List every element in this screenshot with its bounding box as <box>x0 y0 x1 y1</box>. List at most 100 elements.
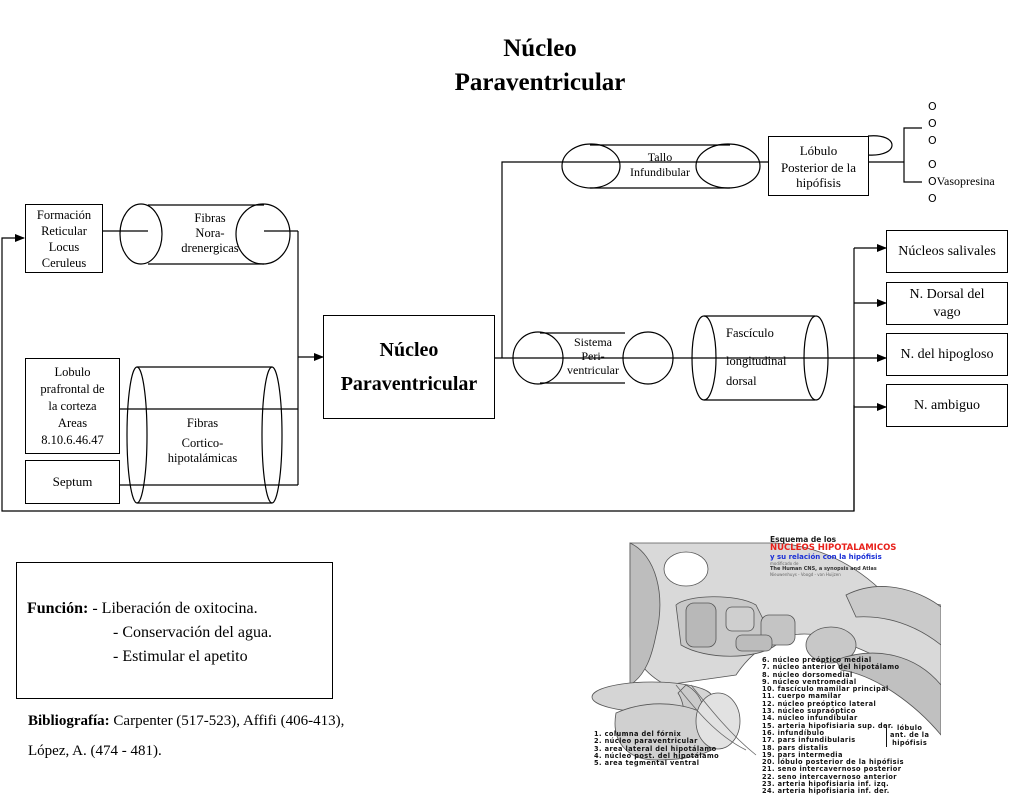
text-line: Formación <box>36 207 92 222</box>
bibliografia-line-1: Bibliografía: Carpenter (517-523), Affif… <box>28 713 344 730</box>
box-lobulo-prefrontal: Lobulo prafrontal de la corteza Areas 8.… <box>25 358 120 454</box>
label-sistema-periventricular: Sistema Peri- ventricular <box>548 335 638 377</box>
target-nucleos-salivales: Núcleos salivales <box>886 230 1008 273</box>
bracket-line: hipófisis <box>892 738 928 747</box>
cylinder-cortico <box>126 366 283 504</box>
page-title: Núcleo Paraventricular <box>0 32 1024 100</box>
bibliografia-text: Carpenter (517-523), Affifi (406-413), <box>109 713 345 729</box>
target-hipogloso: N. del hipogloso <box>886 333 1008 376</box>
text-line: Paraventricular <box>340 373 478 395</box>
text-line: N. Dorsal del vago <box>909 286 985 320</box>
bibliografia-line-2: López, A. (474 - 481). <box>28 743 162 759</box>
label-fibras-cortico: Fibras Cortico- hipotalámicas <box>155 416 250 466</box>
vesicle-icon: O <box>928 158 937 171</box>
to-tallo-line <box>501 161 768 358</box>
figure-legend-right: 6. núcleo preóptico medial 7. núcleo ant… <box>762 656 904 796</box>
text-line: 8.10.6.46.47 <box>41 432 104 447</box>
target-ambiguo: N. ambiguo <box>886 384 1008 427</box>
title-line-2: Paraventricular <box>454 69 626 96</box>
figure-title: Esquema de los NUCLEOS HIPOTALAMICOS y s… <box>770 535 897 578</box>
box-nucleo-paraventricular: Núcleo Paraventricular <box>323 315 495 419</box>
legend-item: 23. arteria hipofisiaria inf. izq. <box>762 780 889 789</box>
text-line: prafrontal de <box>40 381 105 396</box>
figure-title-line-3: y su relación con la hipófisis <box>770 553 882 561</box>
legend-item: 2. núcleo paraventricular <box>594 737 698 746</box>
legend-item: 6. núcleo preóptico medial <box>762 656 872 664</box>
text-line: dorsal <box>726 374 757 388</box>
label-tallo-infundibular: Tallo Infundibular <box>615 150 705 180</box>
figure-title-line-2: NUCLEOS HIPOTALAMICOS <box>770 543 897 553</box>
text-line: Cortico- <box>181 436 224 450</box>
legend-item: 8. núcleo dorsomedial <box>762 670 853 679</box>
target-dorsal-vago: N. Dorsal del vago <box>886 282 1008 325</box>
legend-item: 3. area lateral del hipotálamo <box>594 744 717 753</box>
vesicle-markers: O O O O OVasopresina O <box>928 98 995 207</box>
legend-item: 22. seno intercavernoso anterior <box>762 772 897 781</box>
cylinder-fasciculo <box>691 315 829 401</box>
cylinder-noradrenergic <box>119 203 291 265</box>
text-line: Infundibular <box>630 165 690 179</box>
legend-item: 17. pars infundibularis <box>762 736 856 745</box>
vesicle-icon: O <box>928 100 937 113</box>
vesicle-icon-glyph: O <box>928 175 937 188</box>
text-line: longitudinal <box>726 354 787 368</box>
lobulo-posterior-loop <box>867 135 893 156</box>
bracket-line: lóbulo <box>896 724 923 732</box>
legend-item: 9. núcleo ventromedial <box>762 677 857 686</box>
text-line: Tallo <box>647 150 673 164</box>
box-formacion-reticular: Formación Reticular Locus Ceruleus <box>25 204 103 273</box>
legend-item: 15. arteria hipofisiaria sup. der. <box>762 721 894 730</box>
title-line-1: Núcleo <box>503 35 577 62</box>
figure-credit-line-2: The Human CNS, a synopsis and Atlas <box>770 566 877 572</box>
text-line: la corteza <box>48 398 97 413</box>
text-line: Septum <box>52 474 93 489</box>
figure-credit-line-1: modificado de <box>770 561 799 566</box>
legend-item: 16. infundíbulo <box>762 728 825 737</box>
vesicle-icon: OVasopresina <box>928 173 995 190</box>
cylinder-tallo <box>561 143 761 189</box>
label-fibras-noradrenergicas: Fibras Nora- drenergicas <box>160 211 260 256</box>
vesicle-icon: O <box>928 117 937 130</box>
text-line: N. del hipogloso <box>900 346 994 362</box>
text-line: drenergicas <box>181 241 239 255</box>
legend-item: 13. núcleo supraóptico <box>762 707 856 716</box>
vesicle-icon: O <box>928 134 937 147</box>
vasopresina-label: Vasopresina <box>936 174 995 188</box>
figure-title-line-1: Esquema de los <box>770 535 837 544</box>
text-line: Ceruleus <box>41 255 87 270</box>
bracket-line: ant. de la <box>890 731 930 740</box>
funcion-box: Función: - Liberación de oxitocina. - Co… <box>16 562 333 699</box>
cylinder-periventricular <box>512 331 674 385</box>
anatomy-illustration <box>591 542 941 761</box>
text-line: Areas <box>57 415 88 430</box>
legend-item: 7. núcleo anterior del hipotálamo <box>762 663 900 672</box>
funcion-item: - Conservación del agua. <box>113 624 273 641</box>
text-line: ventricular <box>567 363 619 377</box>
label-fasciculo-longitudinal: Fascículo longitudinal dorsal <box>726 326 786 389</box>
bibliografia-heading: Bibliografía: <box>28 713 110 729</box>
figure-credit-line-3: Nieuwenhuys - Voogd - van Huijzen <box>770 572 841 577</box>
text-line: Posterior de la <box>780 159 857 175</box>
funcion-heading: Función: <box>27 600 89 617</box>
legend-item: 20. lóbulo posterior de la hipófisis <box>762 758 904 767</box>
text-line: Peri- <box>581 349 605 363</box>
text-line: N. ambiguo <box>913 397 981 413</box>
text-line: hipófisis <box>796 174 841 190</box>
legend-item: 4. núcleo post. del hipotálamo <box>594 751 720 760</box>
legend-item: 12. núcleo preóptico lateral <box>762 699 877 708</box>
legend-item: 19. pars intermedia <box>762 750 843 759</box>
text-line: Sistema <box>574 335 612 349</box>
text-line: Nora- <box>195 226 225 240</box>
vesicle-bracket <box>903 127 922 183</box>
box-lobulo-posterior: Lóbulo Posterior de la hipófisis <box>768 136 869 196</box>
text-line: Fibras <box>194 211 226 225</box>
text-line: hipotalámicas <box>167 451 238 465</box>
legend-item: 14. núcleo infundibular <box>762 714 858 723</box>
text-line: Locus <box>48 239 80 254</box>
legend-item: 5. area tegmental ventral <box>594 759 700 768</box>
funcion-row-1: Función: - Liberación de oxitocina. <box>27 598 258 619</box>
funcion-item: - Liberación de oxitocina. <box>92 600 258 617</box>
figure-bracket-label: lóbulo ant. de la hipófisis <box>886 724 930 747</box>
legend-item: 24. arteria hipofisiaria inf. der. <box>762 787 890 796</box>
text-line: Fascículo <box>726 326 774 340</box>
